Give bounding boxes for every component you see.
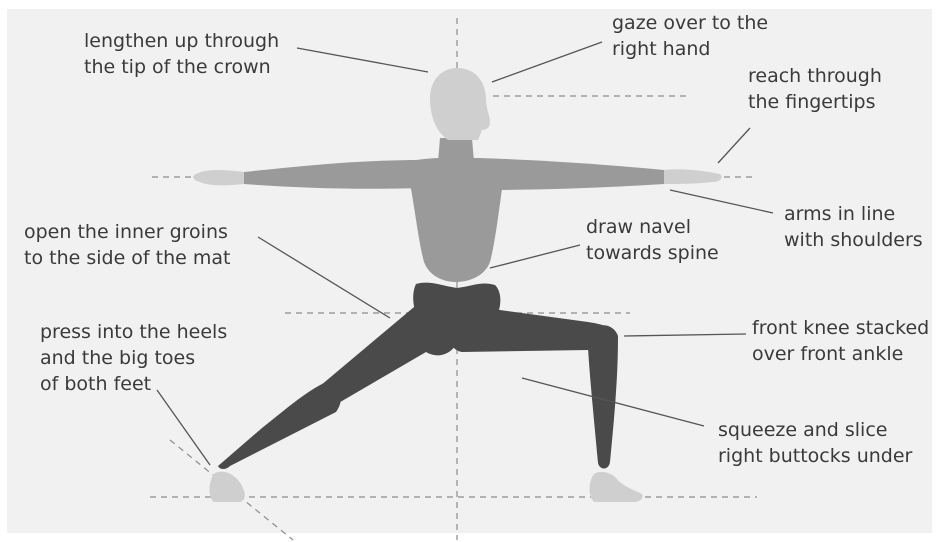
fingertips-annotation: reach through the fingertips [748,63,882,115]
left-arm [238,160,422,189]
buttocks-annotation: squeeze and slice right buttocks under [718,417,912,469]
buttocks-annotation-line-2: right buttocks under [718,443,912,469]
front-foot [590,472,643,502]
gaze-leader [492,42,602,82]
navel-annotation: draw navel towards spine [586,214,719,266]
arms-annotation-line-2: with shoulders [784,227,923,253]
navel-annotation-line-2: towards spine [586,240,719,266]
fingertips-annotation-line-1: reach through [748,63,882,89]
right-arm [478,158,670,190]
navel-annotation-line-1: draw navel [586,214,719,240]
gaze-annotation: gaze over to the right hand [612,10,768,62]
knee-annotation-line-2: over front ankle [752,341,929,367]
crown-annotation-line-2: the tip of the crown [84,54,279,80]
gaze-annotation-line-1: gaze over to the [612,10,768,36]
heels-annotation-line-1: press into the heels [40,319,227,345]
legs [218,283,618,469]
head [430,68,490,140]
groins-annotation-line-1: open the inner groins [24,219,230,245]
crown-leader [297,48,428,72]
knee-leader [624,334,746,336]
right-hand [664,169,722,184]
arms-leader [670,190,773,213]
heels-annotation-line-3: of both feet [40,371,227,397]
heels-leader [157,390,210,465]
torso [406,158,506,283]
arms-annotation: arms in line with shoulders [784,201,923,253]
groins-leader [258,237,390,318]
fingertips-leader [718,128,750,163]
crown-annotation-line-1: lengthen up through [84,28,279,54]
fingertips-annotation-line-2: the fingertips [748,89,882,115]
knee-annotation-line-1: front knee stacked [752,315,929,341]
groins-annotation-line-2: to the side of the mat [24,245,230,271]
knee-annotation: front knee stacked over front ankle [752,315,929,367]
gaze-annotation-line-2: right hand [612,36,768,62]
navel-leader [490,245,580,268]
heels-annotation-line-2: and the big toes [40,345,227,371]
neck [438,138,474,162]
crown-annotation: lengthen up through the tip of the crown [84,28,279,80]
buttocks-annotation-line-1: squeeze and slice [718,417,912,443]
back-shin [218,382,341,469]
left-hand [193,170,244,185]
groins-annotation: open the inner groins to the side of the… [24,219,230,271]
arms-annotation-line-1: arms in line [784,201,923,227]
back-foot [210,472,245,502]
heels-annotation: press into the heels and the big toes of… [40,319,227,397]
